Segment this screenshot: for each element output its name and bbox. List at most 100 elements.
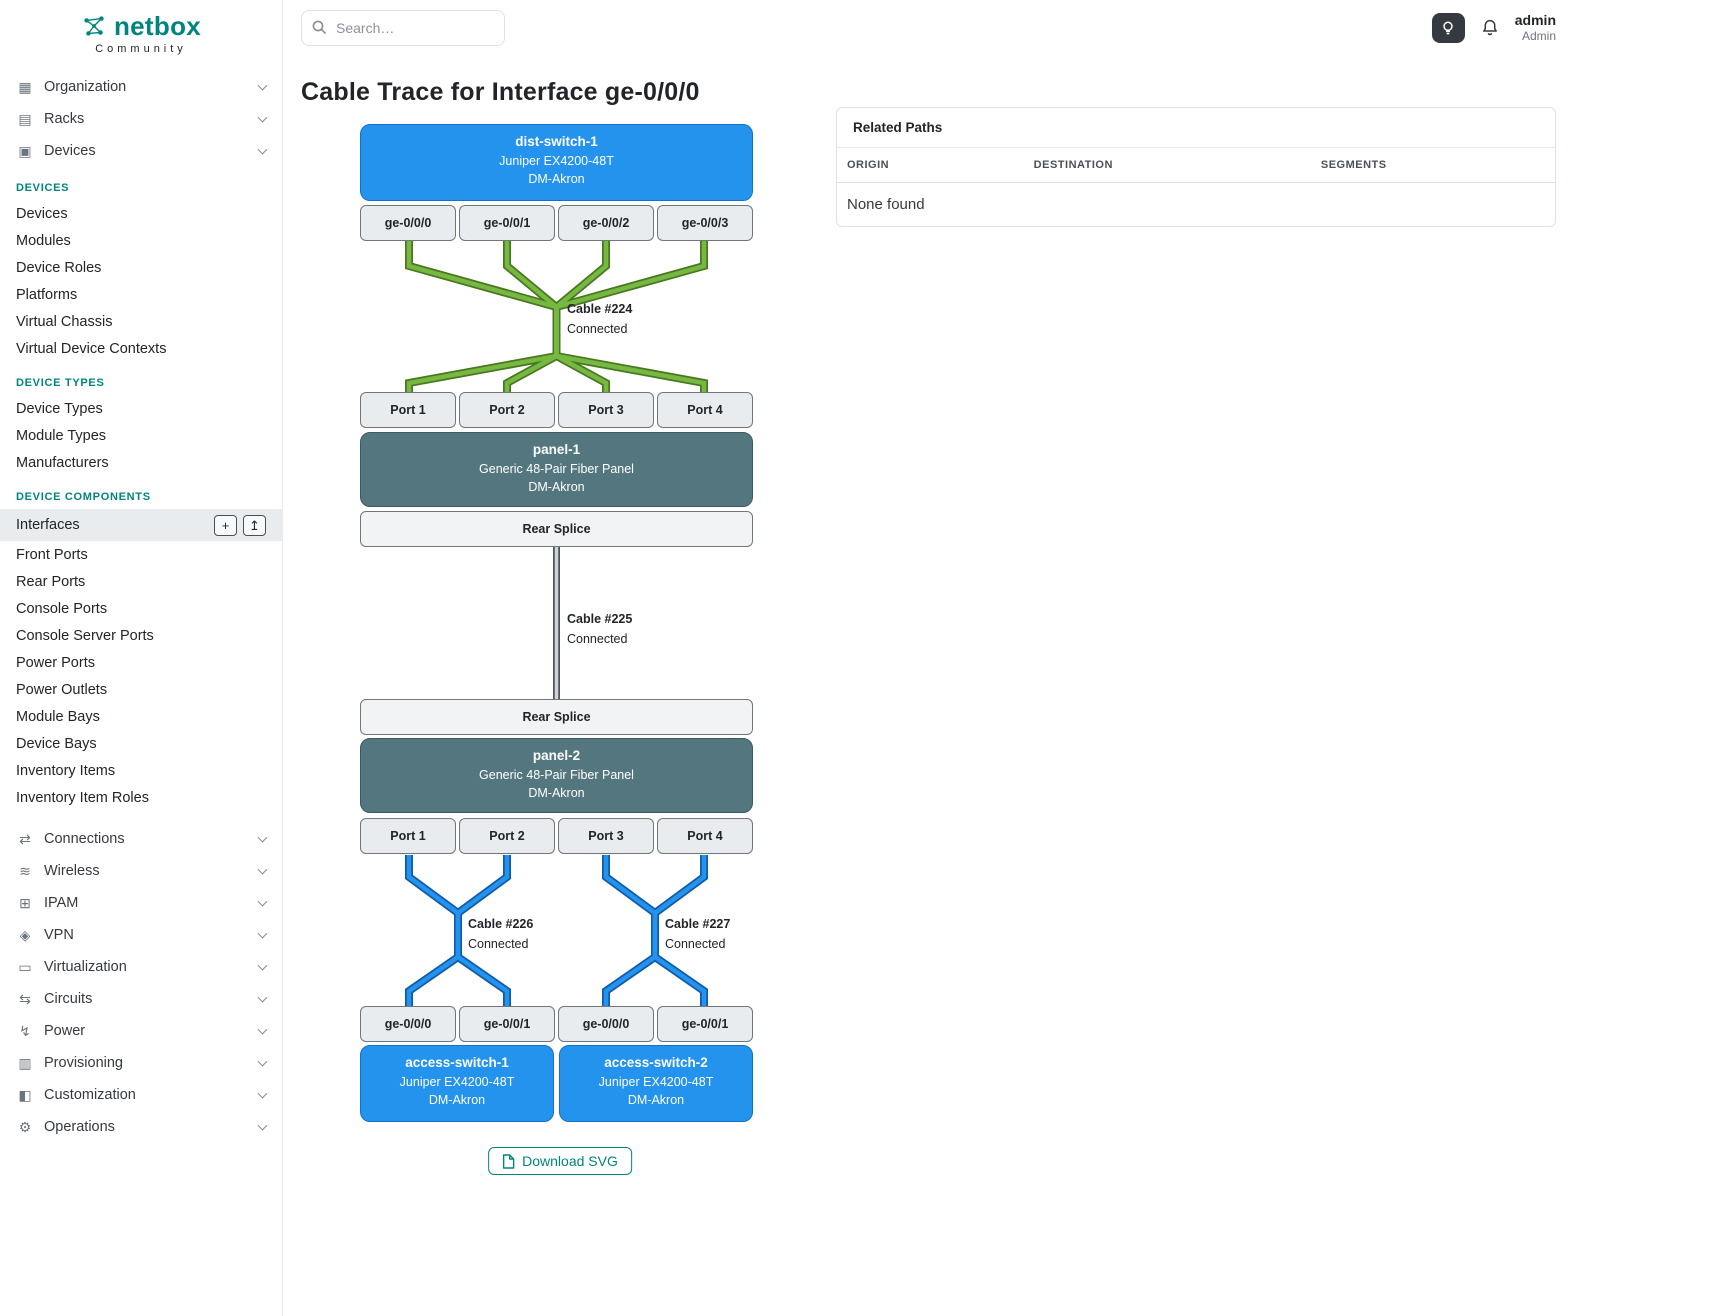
sidebar-group-customization[interactable]: ◧Customization	[0, 1079, 282, 1111]
sidebar-item-inventory-items[interactable]: Inventory Items	[0, 757, 282, 784]
user-menu[interactable]: admin Admin	[1515, 12, 1556, 43]
sidebar-item-label: Devices	[16, 205, 68, 222]
sidebar-group-connections[interactable]: ⇄Connections	[0, 823, 282, 855]
cable-226-lines	[405, 855, 511, 1009]
interface-box[interactable]: ge-0/0/0	[558, 1006, 654, 1042]
cable-name[interactable]: Cable #227	[665, 917, 731, 931]
download-svg-button[interactable]: Download SVG	[488, 1147, 632, 1175]
sidebar-group-power[interactable]: ↯Power	[0, 1015, 282, 1047]
device-box-dist-switch-1[interactable]: dist-switch-1 Juniper EX4200-48T DM-Akro…	[360, 124, 753, 201]
notifications-button[interactable]	[1480, 18, 1500, 38]
sidebar-section-title-devices: DEVICES	[16, 182, 70, 194]
front-port-box[interactable]: Port 2	[459, 818, 555, 854]
front-port-box[interactable]: Port 4	[657, 392, 753, 428]
cable-225-label: Cable #225 Connected	[567, 612, 632, 646]
search-input[interactable]	[301, 10, 505, 46]
circuits-icon: ⇆	[19, 991, 31, 1007]
panel-1-rear-port[interactable]: Rear Splice	[360, 511, 753, 547]
theme-toggle-button[interactable]	[1431, 13, 1465, 43]
header-right: admin Admin	[1431, 12, 1556, 43]
sidebar-group-devices[interactable]: ▣Devices	[0, 135, 282, 167]
sidebar-item-console-ports[interactable]: Console Ports	[0, 595, 282, 622]
sidebar-item-virtual-device-contexts[interactable]: Virtual Device Contexts	[0, 335, 282, 362]
sidebar-group-label: Devices	[44, 143, 96, 159]
sidebar-item-device-roles[interactable]: Device Roles	[0, 254, 282, 281]
sidebar-item-module-bays[interactable]: Module Bays	[0, 703, 282, 730]
sidebar-group-label: Circuits	[44, 991, 93, 1007]
sidebar-group-virtualization[interactable]: ▭Virtualization	[0, 951, 282, 983]
interface-box[interactable]: ge-0/0/3	[657, 205, 753, 241]
interface-box[interactable]: ge-0/0/0	[360, 1006, 456, 1042]
chevron-down-icon	[257, 960, 268, 971]
device-box-panel-1[interactable]: panel-1 Generic 48-Pair Fiber Panel DM-A…	[360, 432, 753, 507]
interface-box[interactable]: ge-0/0/1	[459, 205, 555, 241]
sidebar-item-interfaces[interactable]: Interfaces+↥	[0, 509, 282, 541]
device-site: DM-Akron	[528, 172, 585, 186]
import-button[interactable]: ↥	[243, 514, 266, 536]
user-role: Admin	[1521, 29, 1556, 44]
sidebar-section-title-device-types: DEVICE TYPES	[16, 377, 105, 389]
front-port-box[interactable]: Port 3	[558, 818, 654, 854]
interface-box[interactable]: ge-0/0/1	[459, 1006, 555, 1042]
sidebar-group-racks[interactable]: ▤Racks	[0, 103, 282, 135]
sidebar-group-organization[interactable]: ▦Organization	[0, 71, 282, 103]
front-port-box[interactable]: Port 4	[657, 818, 753, 854]
sidebar-item-devices[interactable]: Devices	[0, 200, 282, 227]
sidebar-item-label: Console Server Ports	[16, 627, 154, 644]
sidebar-group-ipam[interactable]: ⊞IPAM	[0, 887, 282, 919]
sidebar-item-console-server-ports[interactable]: Console Server Ports	[0, 622, 282, 649]
vpn-icon: ◈	[19, 927, 31, 943]
sidebar-item-inventory-item-roles[interactable]: Inventory Item Roles	[0, 784, 282, 811]
sidebar-item-power-ports[interactable]: Power Ports	[0, 649, 282, 676]
device-box-access-switch-2[interactable]: access-switch-2 Juniper EX4200-48T DM-Ak…	[559, 1045, 753, 1122]
sidebar-group-wireless[interactable]: ≋Wireless	[0, 855, 282, 887]
device-box-access-switch-1[interactable]: access-switch-1 Juniper EX4200-48T DM-Ak…	[360, 1045, 554, 1122]
cable-name[interactable]: Cable #224	[567, 302, 633, 316]
interface-box[interactable]: ge-0/0/0	[360, 205, 456, 241]
device-model: Juniper EX4200-48T	[399, 1075, 515, 1089]
add-button[interactable]: +	[214, 514, 237, 536]
sidebar-item-device-bays[interactable]: Device Bays	[0, 730, 282, 757]
front-port-box[interactable]: Port 3	[558, 392, 654, 428]
cable-name[interactable]: Cable #226	[468, 917, 534, 931]
sidebar-group-circuits[interactable]: ⇆ Circuits	[0, 983, 282, 1015]
sidebar-item-device-types[interactable]: Device Types	[0, 395, 282, 422]
sidebar-group-vpn[interactable]: ◈VPN	[0, 919, 282, 951]
netbox-logo[interactable]: netbox Community	[0, 0, 282, 63]
interface-box[interactable]: ge-0/0/1	[657, 1006, 753, 1042]
sidebar-item-modules[interactable]: Modules	[0, 227, 282, 254]
front-port-box[interactable]: Port 1	[360, 392, 456, 428]
sidebar-item-label: Console Ports	[16, 600, 108, 617]
sidebar-item-power-outlets[interactable]: Power Outlets	[0, 676, 282, 703]
search-icon	[311, 19, 328, 41]
sidebar-item-module-types[interactable]: Module Types	[0, 422, 282, 449]
interface-box[interactable]: ge-0/0/2	[558, 205, 654, 241]
front-port-box[interactable]: Port 1	[360, 818, 456, 854]
chevron-down-icon	[257, 992, 268, 1003]
sidebar-item-label: Modules	[16, 232, 71, 249]
sidebar-group-provisioning[interactable]: ▥Provisioning	[0, 1047, 282, 1079]
table-row-empty: None found	[837, 183, 1555, 227]
sidebar-item-platforms[interactable]: Platforms	[0, 281, 282, 308]
sidebar-item-rear-ports[interactable]: Rear Ports	[0, 568, 282, 595]
sidebar-item-label: Power Outlets	[16, 681, 108, 698]
main-area: admin Admin Cable Trace for Interface ge…	[283, 0, 1733, 1316]
cable-name[interactable]: Cable #225	[567, 612, 633, 626]
panel-2-rear-port[interactable]: Rear Splice	[360, 699, 753, 735]
sidebar-group-operations[interactable]: ⚙Operations	[0, 1111, 282, 1143]
sidebar-item-virtual-chassis[interactable]: Virtual Chassis	[0, 308, 282, 335]
chevron-down-icon	[257, 896, 268, 907]
cable-224-label: Cable #224 Connected	[567, 302, 632, 336]
device-model: Juniper EX4200-48T	[499, 154, 614, 168]
chevron-down-icon	[257, 112, 268, 123]
sidebar-item-manufacturers[interactable]: Manufacturers	[0, 449, 282, 476]
device-box-panel-2[interactable]: panel-2 Generic 48-Pair Fiber Panel DM-A…	[360, 738, 753, 813]
cable-227-lines	[602, 855, 708, 1009]
wireless-icon: ≋	[19, 863, 31, 879]
sidebar-item-front-ports[interactable]: Front Ports	[0, 541, 282, 568]
provisioning-icon: ▥	[18, 1055, 32, 1071]
device-site: DM-Akron	[528, 480, 585, 494]
sidebar-item-label: Module Types	[16, 427, 107, 444]
front-port-box[interactable]: Port 2	[459, 392, 555, 428]
user-name: admin	[1514, 12, 1556, 29]
